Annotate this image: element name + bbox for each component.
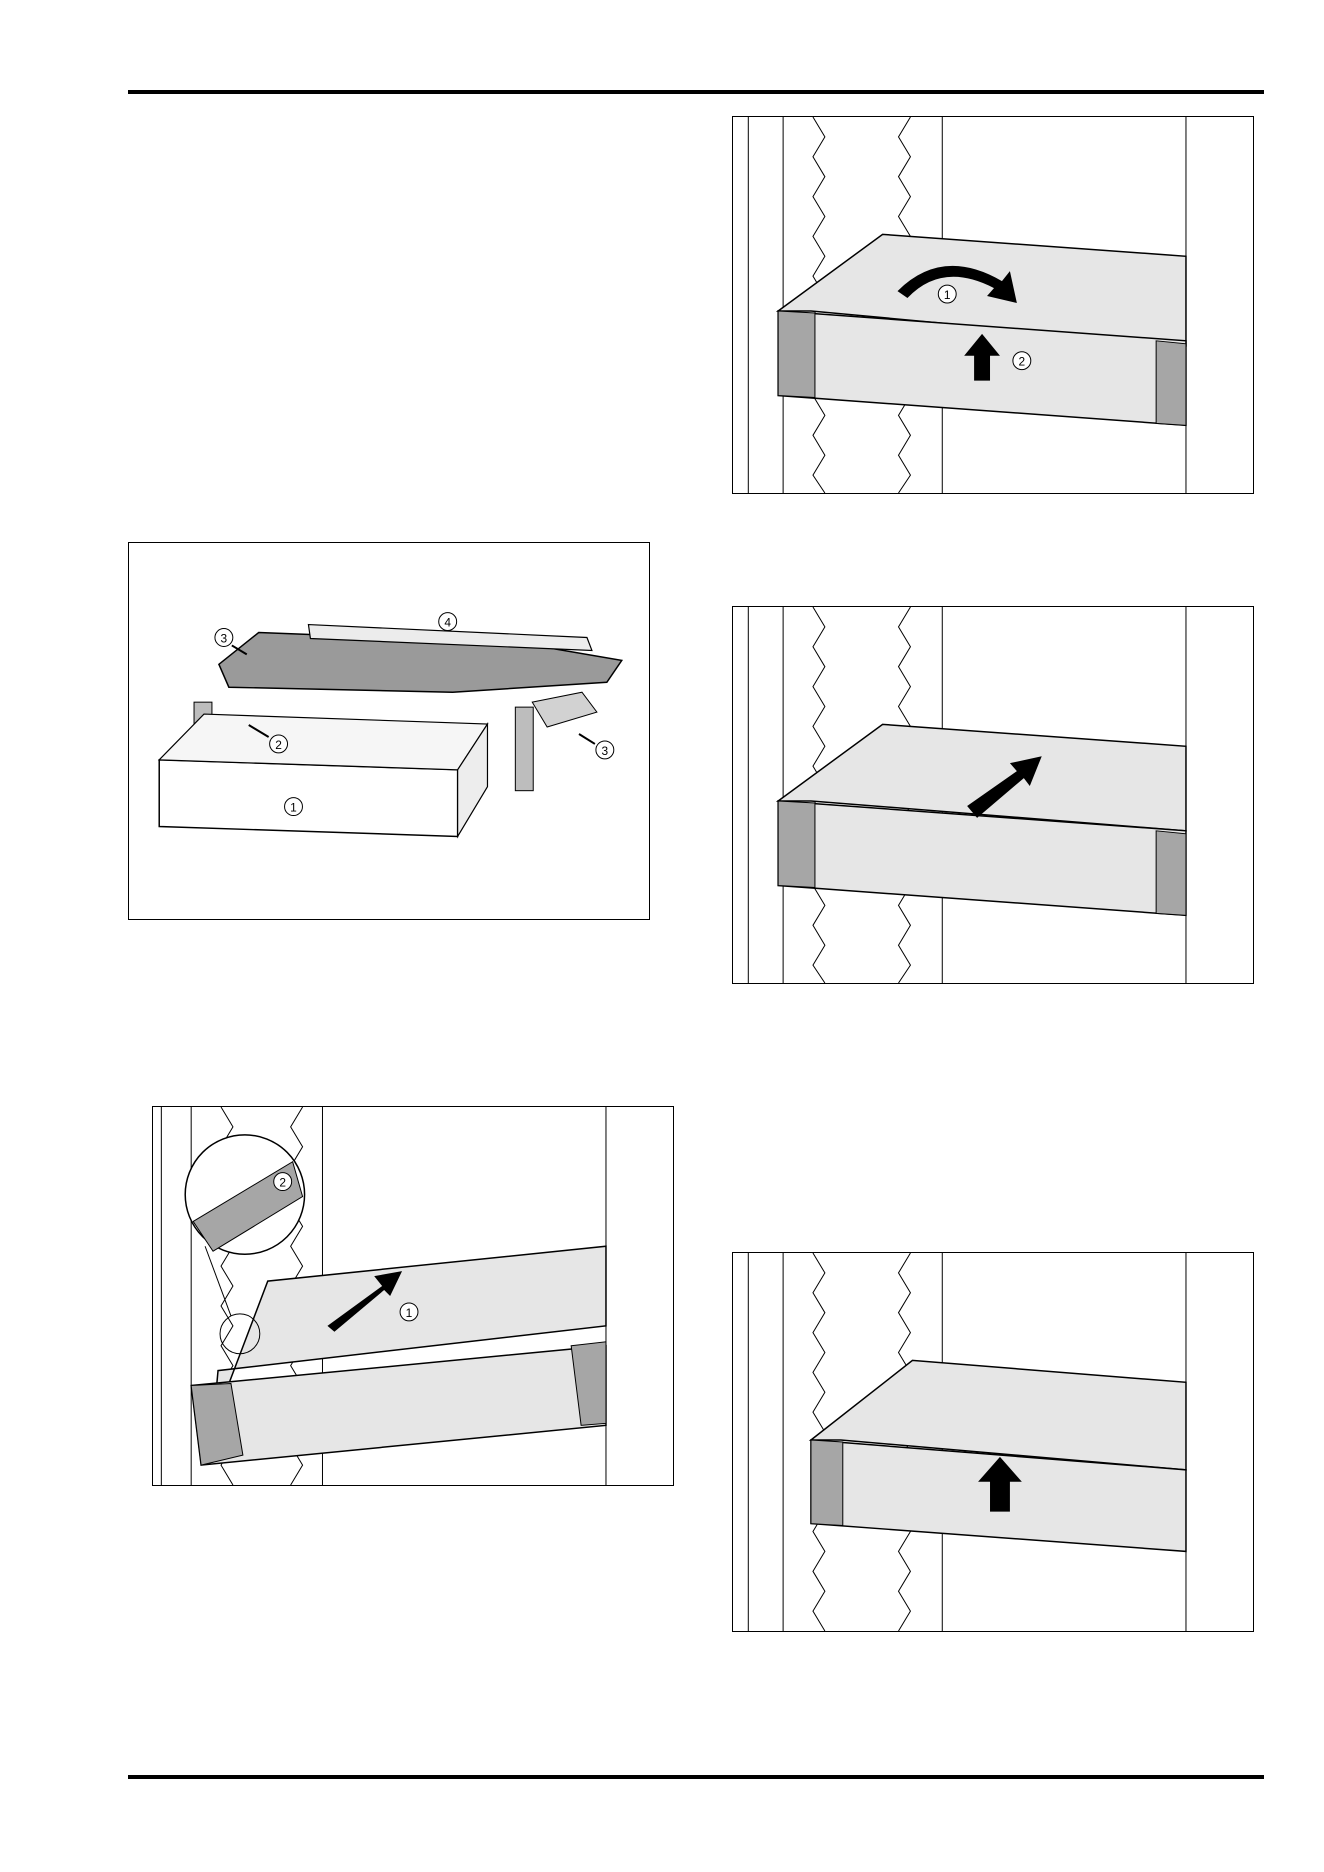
svg-text:4: 4	[444, 616, 451, 630]
remove-step-2-figure	[732, 606, 1254, 984]
svg-text:3: 3	[602, 744, 609, 758]
callout-3-right: 3	[579, 734, 614, 759]
callout-3-left: 3	[215, 629, 247, 655]
svg-text:1: 1	[406, 1306, 413, 1320]
install-callout-2: 2	[274, 1173, 292, 1191]
svg-text:2: 2	[275, 738, 282, 752]
drawer-assembly-figure: 1 2 3 3 4	[128, 542, 650, 920]
callout-1: 1	[285, 798, 303, 816]
svg-text:1: 1	[290, 801, 297, 815]
svg-text:3: 3	[221, 631, 228, 645]
bottom-rule	[128, 1775, 1264, 1779]
remove-step-1-figure: 1 2	[732, 116, 1254, 494]
callout-4: 4	[439, 613, 457, 631]
drawer-assembly-drawing: 1 2 3 3 4	[129, 543, 649, 919]
install-step-drawing: 1 2	[153, 1107, 673, 1485]
insert-step-figure	[732, 1252, 1254, 1632]
top-rule	[128, 90, 1264, 94]
remove-step-2-drawing	[733, 607, 1253, 983]
remove-step-1-drawing: 1 2	[733, 117, 1253, 493]
remove-callout-2: 2	[1013, 352, 1031, 370]
svg-text:1: 1	[944, 288, 951, 302]
svg-text:2: 2	[1019, 355, 1026, 369]
install-step-figure: 1 2	[152, 1106, 674, 1486]
remove-callout-1: 1	[938, 285, 956, 303]
insert-step-drawing	[733, 1253, 1253, 1631]
install-callout-1: 1	[400, 1303, 418, 1321]
svg-text:2: 2	[279, 1176, 286, 1190]
